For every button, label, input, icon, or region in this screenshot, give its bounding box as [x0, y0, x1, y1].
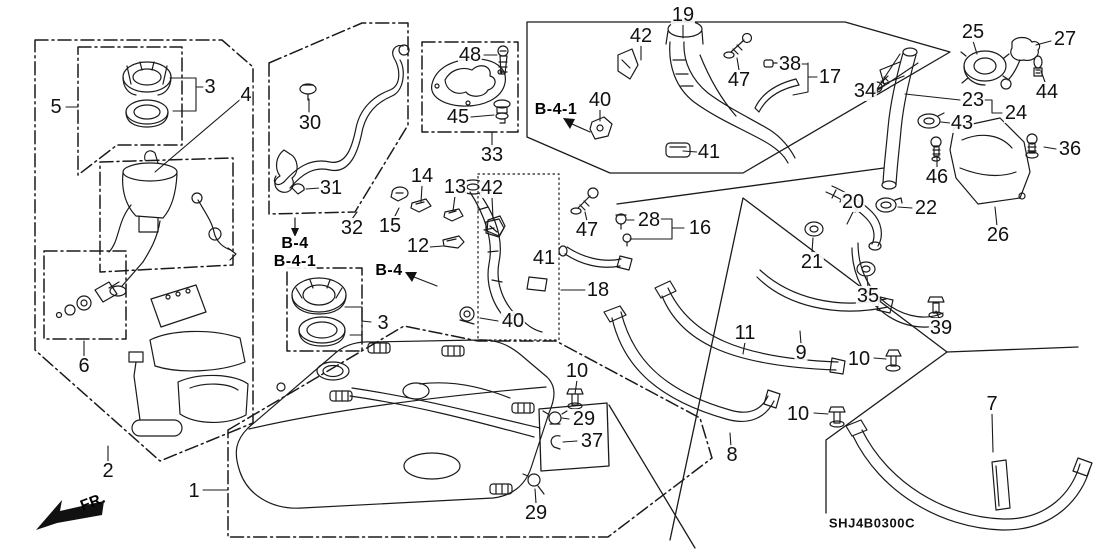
arrow-upleft-icon — [563, 118, 575, 129]
callout-29: 29 — [523, 502, 549, 524]
callout-29: 29 — [571, 408, 597, 430]
callout-6: 6 — [77, 355, 91, 377]
callout-11: 11 — [733, 322, 757, 344]
callout-18: 18 — [585, 279, 611, 301]
callout-33: 33 — [479, 144, 505, 166]
feed-hose — [558, 187, 633, 271]
callout-38: 38 — [777, 53, 803, 75]
callout-14: 14 — [409, 165, 435, 187]
callout-5: 5 — [49, 96, 63, 118]
callout-36: 36 — [1057, 138, 1083, 160]
tank-fittings — [329, 342, 535, 495]
callout-37: 37 — [579, 430, 605, 452]
callout-35: 35 — [855, 285, 881, 307]
callout-45: 45 — [445, 106, 471, 128]
callout-40: 40 — [500, 310, 526, 332]
callout-44: 44 — [1034, 81, 1060, 103]
fuel-tank — [235, 339, 555, 509]
callout-42: 42 — [479, 177, 505, 199]
callout-47: 47 — [726, 69, 752, 91]
cap-subgroup-box — [77, 46, 183, 176]
tank-group-box — [227, 325, 713, 538]
callout-17: 17 — [817, 66, 843, 88]
fuel-cap-rings-tank — [291, 277, 347, 347]
callout-3: 3 — [376, 312, 390, 334]
callout-9: 9 — [794, 342, 808, 364]
callout-2: 2 — [101, 460, 115, 482]
callout-48: 48 — [457, 44, 483, 66]
bolt-kit-box — [43, 250, 127, 340]
pump-module-box — [99, 157, 234, 273]
bolt-kit — [55, 281, 120, 319]
callout-19: 19 — [670, 4, 696, 26]
bracket-group-box — [421, 41, 519, 133]
callout-13: 13 — [442, 176, 468, 198]
ref-label-B-4-1: B-4-1 — [534, 101, 578, 118]
vent-pipe-group-box — [268, 22, 409, 215]
callout-24: 24 — [1003, 102, 1029, 124]
neck-subassembly-box — [477, 173, 560, 341]
callout-28: 28 — [636, 209, 662, 231]
callout-34: 34 — [852, 80, 878, 102]
callout-41: 41 — [531, 247, 557, 269]
arrow-upleft-icon — [405, 272, 417, 282]
callout-15: 15 — [377, 215, 403, 237]
callout-39: 39 — [928, 317, 954, 339]
callout-23: 23 — [960, 89, 986, 111]
callout-41: 41 — [696, 141, 722, 163]
pipe-bracket-plate — [431, 45, 511, 124]
callout-31: 31 — [318, 177, 344, 199]
callout-10: 10 — [564, 360, 590, 382]
filler-neck-assembly — [589, 20, 800, 164]
diagram-code: SHJ4B0300C — [828, 515, 916, 531]
callout-32: 32 — [339, 217, 365, 239]
callout-25: 25 — [960, 21, 986, 43]
pipe-clamps — [390, 186, 505, 249]
callout-1: 1 — [187, 480, 201, 502]
ref-label-B-4: B-4 — [375, 262, 403, 279]
callout-4: 4 — [239, 84, 253, 106]
reference-arrows — [291, 118, 591, 287]
parts-art — [55, 20, 1093, 531]
callout-22: 22 — [913, 197, 939, 219]
callout-40: 40 — [587, 89, 613, 111]
fuel-cap-rings-left — [122, 61, 172, 128]
callout-3: 3 — [203, 76, 217, 98]
callout-7: 7 — [985, 393, 999, 415]
fr-direction-label: FR. — [77, 489, 109, 515]
callout-8: 8 — [725, 444, 739, 466]
callout-47: 47 — [574, 219, 600, 241]
callout-46: 46 — [924, 166, 950, 188]
callout-16: 16 — [687, 217, 713, 239]
fr-arrow-icon — [36, 500, 104, 530]
filler-neck-region — [526, 21, 951, 174]
callout-10: 10 — [846, 348, 872, 370]
callout-21: 21 — [799, 251, 825, 273]
callout-30: 30 — [297, 112, 323, 134]
arrow-down-icon — [291, 228, 299, 237]
callout-20: 20 — [840, 191, 866, 213]
callout-10: 10 — [785, 403, 811, 425]
pump-sub-parts — [128, 284, 249, 437]
region-lines — [526, 21, 1079, 549]
callout-27: 27 — [1052, 28, 1078, 50]
ref-label-B-4-1: B-4-1 — [273, 253, 317, 270]
ref-label-B-4: B-4 — [281, 235, 309, 252]
tank-straps — [522, 269, 1093, 531]
vent-pipe-assembly — [273, 44, 410, 195]
callout-43: 43 — [949, 112, 975, 134]
callout-12: 12 — [405, 235, 431, 257]
callout-42: 42 — [628, 25, 654, 47]
fuel-pump-module — [108, 150, 237, 297]
callout-26: 26 — [985, 224, 1011, 246]
